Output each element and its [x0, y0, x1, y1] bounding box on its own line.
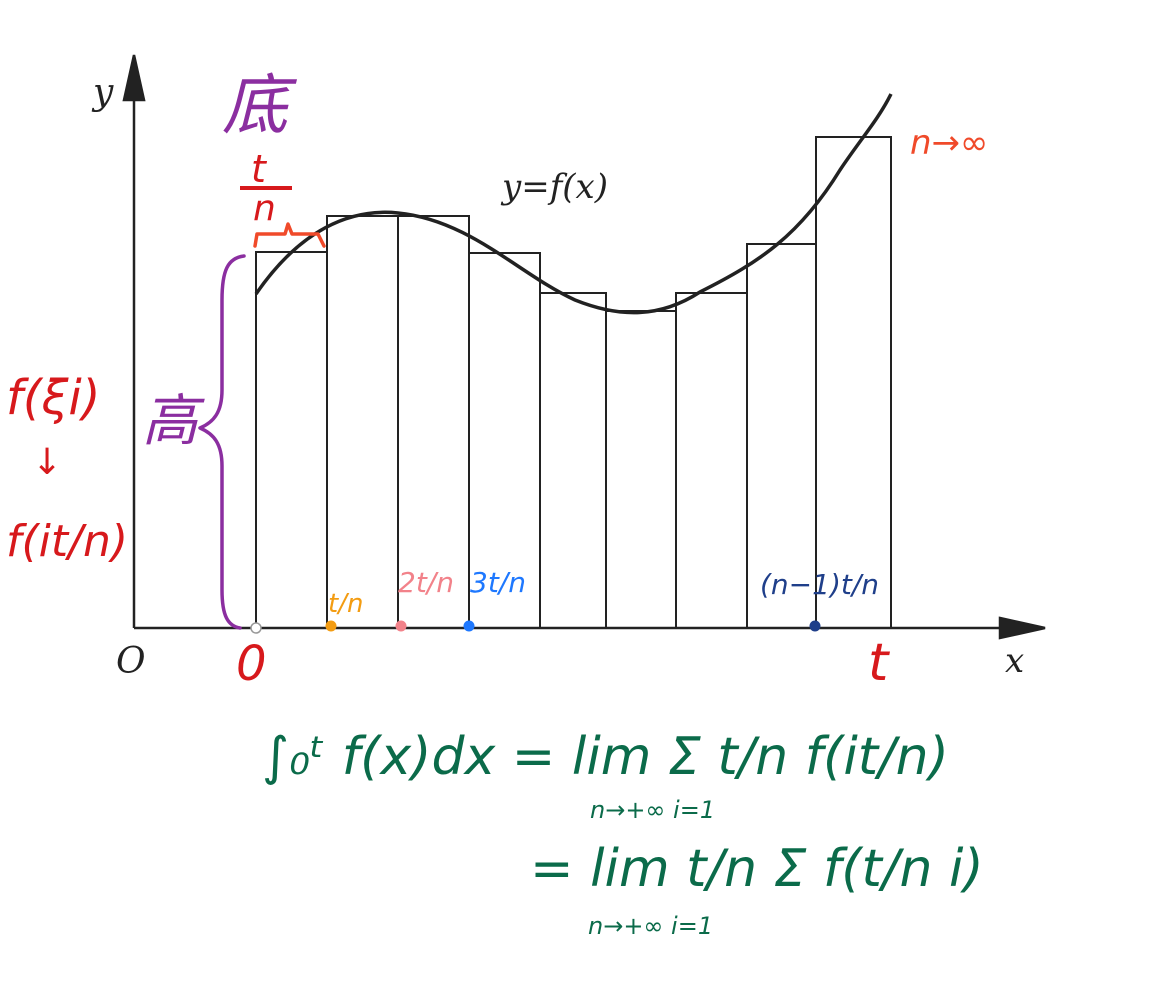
rectangle-7	[675, 292, 748, 629]
base-word: 底	[222, 67, 298, 144]
formula-line-1-limits: n→+∞ i=1	[590, 796, 715, 824]
x-axis-arrowhead	[998, 616, 1046, 640]
base-width-fraction: t n	[240, 147, 292, 229]
rectangle-5	[539, 292, 607, 629]
height-f-xi: f(ξi)	[6, 370, 100, 426]
point-3t-n	[463, 620, 475, 632]
rectangle-2	[326, 215, 399, 629]
rectangle-6	[605, 310, 677, 629]
y-axis-arrowhead	[122, 54, 146, 102]
base-frac-denominator: n	[253, 188, 276, 229]
base-width-brace	[253, 222, 326, 248]
point-n-minus-1-t-n	[809, 620, 821, 632]
tick-t-n: t/n	[328, 589, 363, 619]
base-frac-numerator: t	[251, 147, 268, 191]
origin-label: O	[116, 641, 146, 682]
zero-label: 0	[236, 636, 267, 692]
rectangle-1	[255, 251, 328, 629]
height-f-it-n: f(it/n)	[6, 516, 128, 567]
rectangle-9	[815, 136, 892, 629]
n-to-infinity: n→∞	[910, 123, 988, 163]
tick-n-minus-1-t-n: (n−1)t/n	[760, 568, 879, 601]
point-zero-marker	[250, 622, 262, 634]
point-t-n	[325, 620, 337, 632]
height-brace	[198, 254, 246, 630]
t-end-label: t	[868, 633, 890, 693]
riemann-rectangles	[255, 136, 892, 629]
height-word: 高	[142, 389, 205, 454]
height-arrow: ↓	[32, 442, 62, 483]
point-2t-n	[395, 620, 407, 632]
formula-line-2: = lim t/n Σ f(t/n i)	[530, 839, 984, 899]
tick-3t-n: 3t/n	[470, 566, 526, 599]
y-axis-label: y	[91, 72, 114, 113]
formula-line-2-limits: n→+∞ i=1	[588, 912, 713, 940]
curve-label: y=f(x)	[500, 167, 608, 207]
function-curve	[254, 93, 893, 315]
x-axis-label: x	[1005, 641, 1024, 681]
formula-line-1: ∫₀ᵗ f(x)dx = lim Σ t/n f(it/n)	[262, 727, 949, 787]
tick-2t-n: 2t/n	[398, 566, 454, 599]
